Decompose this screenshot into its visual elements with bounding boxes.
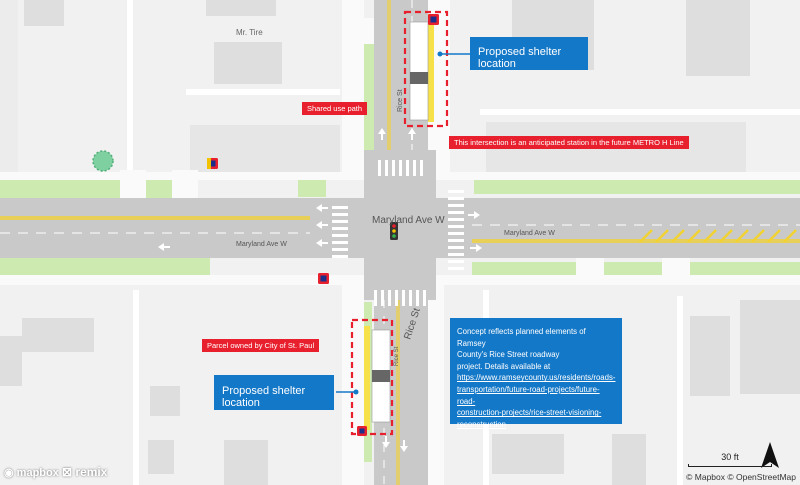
road-label-east: Maryland Ave W	[504, 230, 555, 237]
rice-st-label-south-small: Rice St	[394, 346, 400, 366]
concept-note-line: Concept reflects planned elements of Ram…	[457, 327, 586, 348]
scale-bar-line	[688, 464, 772, 467]
hatched-median	[639, 229, 797, 243]
map-attribution[interactable]: © Mapbox © OpenStreetMap	[686, 472, 796, 482]
bus-platform-south	[364, 326, 391, 430]
project-link[interactable]: https://www.ramseycounty.us/residents/ro…	[457, 372, 615, 430]
metro-station-tag: This intersection is an anticipated stat…	[449, 136, 689, 149]
business-label: Mr. Tire	[236, 28, 263, 37]
concept-note-line: County's Rice Street roadway	[457, 350, 560, 360]
shared-use-path-tag: Shared use path	[302, 102, 368, 115]
transit-stop-icon[interactable]	[428, 14, 439, 25]
mapbox-logo[interactable]: ◉ mapbox	[4, 466, 59, 479]
shelter-box-south[interactable]	[350, 318, 394, 436]
transit-stop-icon[interactable]	[357, 426, 367, 436]
transit-stop-icon[interactable]	[318, 273, 329, 284]
transit-stop-icon[interactable]	[207, 158, 218, 169]
shelter-callout-south: Proposed shelter location	[214, 375, 334, 410]
shelter-point-north	[437, 51, 443, 57]
scale-bar: 30 ft	[688, 452, 772, 467]
parcel-tag: Parcel owned by City of St. Paul	[202, 339, 320, 352]
rice-st-label-north: Rice St	[397, 89, 404, 112]
project-link-part[interactable]: reconstruction	[457, 419, 506, 429]
remix-logo-icon: ⊠	[62, 465, 73, 479]
mapbox-logo-icon: ◉	[4, 467, 14, 479]
shelter-box-north[interactable]	[403, 10, 449, 128]
project-link-part[interactable]: https://www.ramseycounty.us/residents/ro…	[457, 373, 616, 383]
scale-label: 30 ft	[721, 452, 739, 462]
north-arrow-icon	[761, 442, 779, 468]
concept-note: Concept reflects planned elements of Ram…	[450, 318, 622, 429]
project-link-part[interactable]: transportation/future-road-projects/futu…	[457, 384, 600, 406]
remix-logo-text: remix	[75, 465, 108, 479]
callout-connectors	[336, 53, 470, 393]
cross-street-label: Maryland Ave W	[372, 215, 445, 226]
concept-note-line: project. Details available at	[457, 361, 551, 371]
bus-platform-north	[409, 14, 434, 122]
shelter-point-south	[353, 389, 359, 395]
mapbox-logo-text: mapbox	[16, 467, 59, 479]
remix-logo[interactable]: ⊠ remix	[62, 465, 107, 479]
project-link-part[interactable]: construction-projects/rice-street-vision…	[457, 408, 602, 418]
road-label-west: Maryland Ave W	[236, 241, 287, 248]
crosswalks	[332, 160, 464, 306]
lane-arrows	[158, 128, 482, 452]
traffic-signal-icon	[390, 222, 398, 240]
shelter-callout-north: Proposed shelter location	[470, 37, 588, 70]
tree-icon	[92, 150, 114, 172]
